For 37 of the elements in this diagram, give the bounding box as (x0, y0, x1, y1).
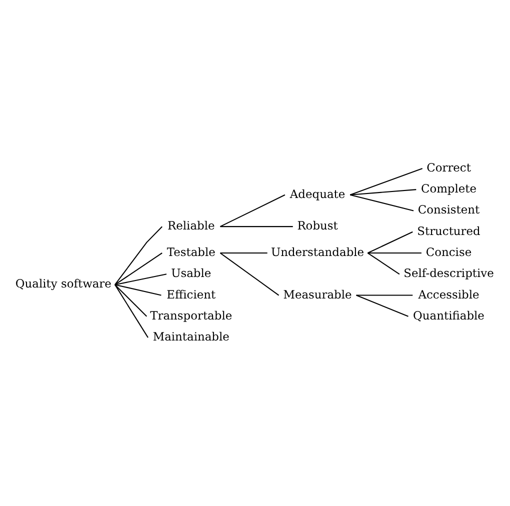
connector (114, 252, 162, 286)
node-text: Complete (420, 182, 477, 196)
connector (114, 284, 148, 317)
connector (368, 231, 413, 254)
node-text: Measurable (283, 287, 352, 302)
connector (356, 294, 413, 296)
node-text: Concise (426, 244, 472, 259)
connector (368, 252, 422, 254)
connector (220, 194, 286, 228)
connector (114, 226, 162, 286)
node-text: Reliable (168, 218, 215, 233)
connector (367, 252, 400, 275)
node-text: Structured (417, 224, 480, 238)
node-text: Self-descriptive (404, 266, 494, 280)
connector (220, 252, 268, 254)
node-text: Understandable (270, 244, 364, 259)
connector (220, 226, 293, 228)
connector (356, 294, 408, 317)
node-text: Correct (426, 160, 471, 174)
node-text: Usable (171, 266, 212, 280)
connector (350, 168, 423, 196)
node-text: Testable (166, 244, 216, 259)
connector (220, 252, 280, 296)
connector (114, 274, 167, 286)
connector (350, 189, 416, 196)
connector (114, 284, 162, 296)
node-text: Quality software (15, 276, 112, 291)
node-text: Adequate (290, 186, 346, 201)
node-text: Robust (297, 218, 338, 233)
node-text: Maintainable (152, 330, 230, 344)
node-text: Accessible (418, 287, 480, 302)
node-text: Efficient (166, 287, 216, 302)
node-text: Quantifiable (413, 308, 484, 322)
connector (350, 194, 414, 212)
connector (114, 284, 148, 338)
node-text: Consistent (418, 202, 480, 217)
node-text: Transportable (150, 308, 232, 322)
